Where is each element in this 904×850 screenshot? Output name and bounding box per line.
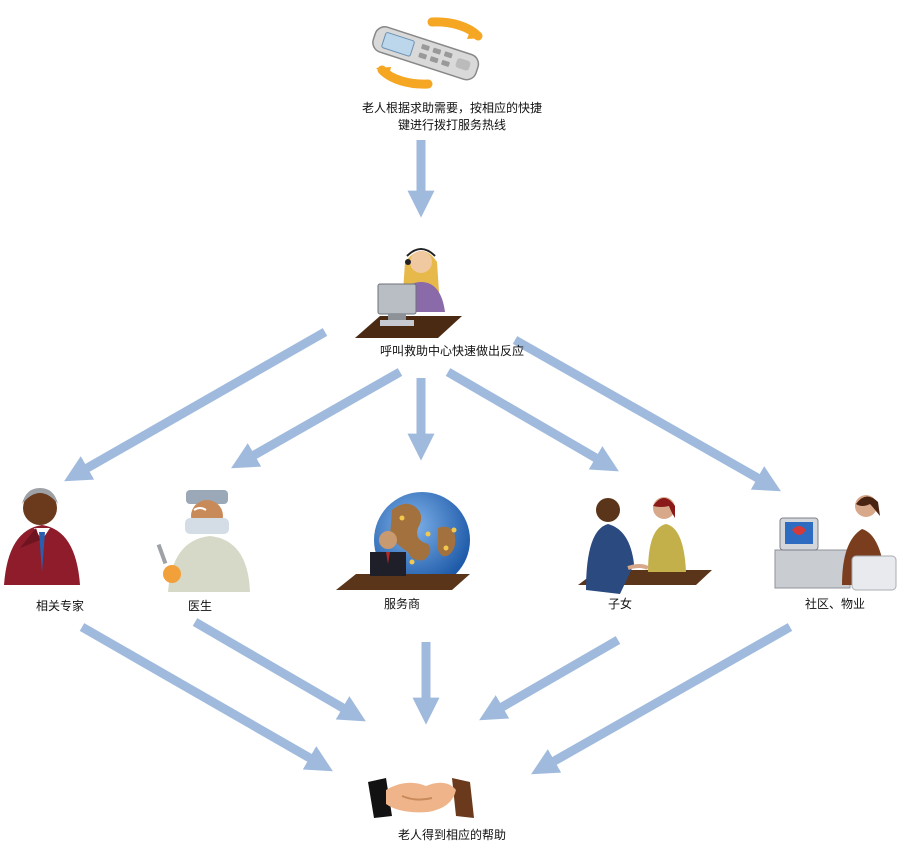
start-step-label-line1: 老人根据求助需要，按相应的快捷 bbox=[361, 101, 542, 115]
responder-label-children: 子女 bbox=[607, 597, 632, 611]
arrow-doctor-to-end bbox=[192, 618, 366, 722]
flow-arrows bbox=[64, 140, 793, 775]
arrow-center-to-children bbox=[445, 368, 619, 472]
doctor-icon bbox=[156, 490, 250, 592]
start-step-label: 老人根据求助需要，按相应的快捷 键进行拨打服务热线 bbox=[302, 100, 602, 134]
arrow-center-to-expert bbox=[64, 328, 328, 482]
end-step-label: 老人得到相应的帮助 bbox=[397, 828, 506, 842]
arrow-expert-to-end bbox=[79, 623, 333, 772]
children-couple-icon bbox=[578, 497, 712, 594]
responder-label-community: 社区、物业 bbox=[804, 597, 865, 611]
arrow-center-to-community bbox=[512, 336, 781, 492]
expert-person-icon bbox=[4, 488, 80, 585]
responder-label-service-provider: 服务商 bbox=[383, 597, 420, 611]
service-provider-globe-icon bbox=[336, 492, 470, 590]
start-step-label-line2: 键进行拨打服务热线 bbox=[397, 118, 506, 132]
arrow-community-to-end bbox=[531, 623, 793, 775]
arrow-children-to-end bbox=[479, 636, 621, 721]
center-step-label: 呼叫救助中心快速做出反应 bbox=[379, 344, 524, 358]
mobile-phone-icon bbox=[372, 17, 483, 89]
responder-label-doctor: 医生 bbox=[187, 599, 212, 613]
handshake-icon bbox=[368, 778, 474, 818]
community-property-icon bbox=[774, 495, 897, 591]
responder-label-expert: 相关专家 bbox=[35, 599, 84, 613]
call-center-operator-icon bbox=[355, 248, 462, 338]
arrow-center-to-doctor bbox=[231, 368, 403, 469]
